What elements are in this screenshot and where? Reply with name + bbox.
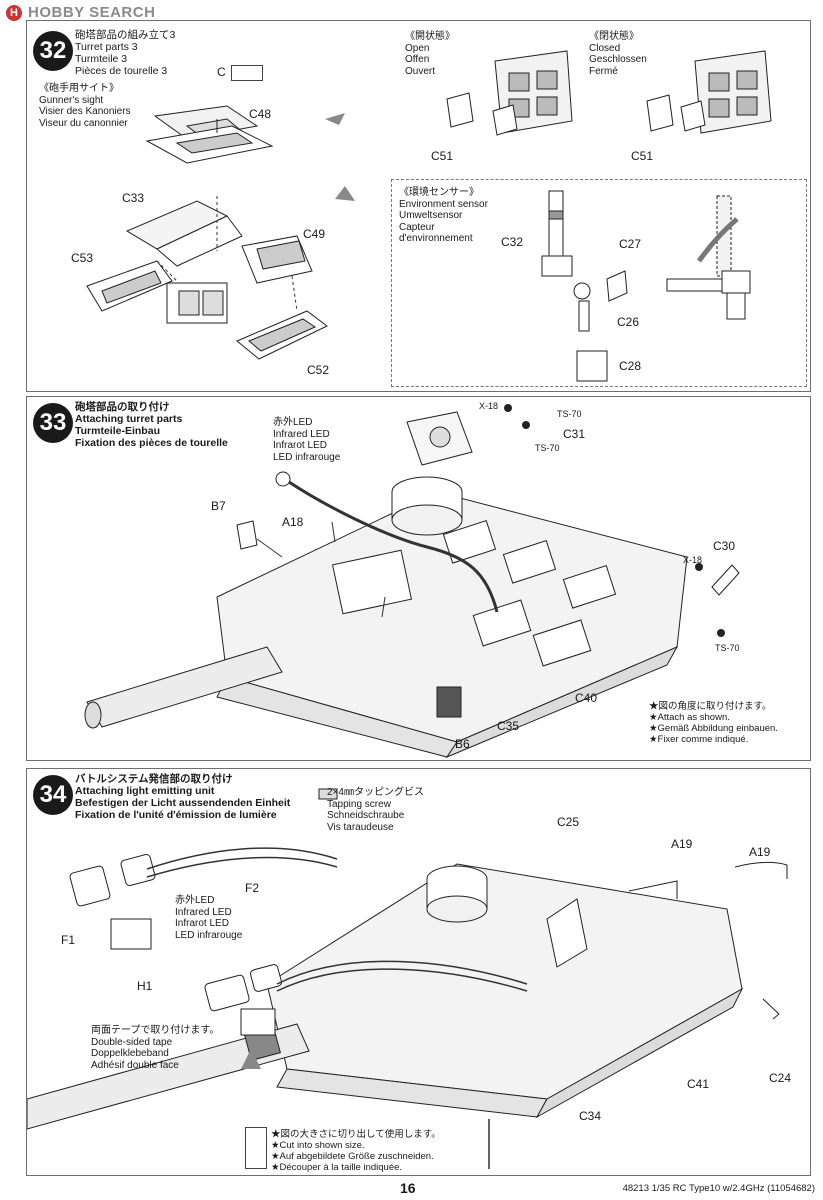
part-label: F2 xyxy=(245,881,260,895)
tapping-screw-label: 2×4㎜タッピングビス Tapping screw Schneidschraub… xyxy=(327,787,424,833)
double-sided-tape-label: 両面テープで取り付けます。 Double-sided tape Doppelkl… xyxy=(91,1025,220,1071)
closed-state-label: 《閉状態》 Closed Geschlossen Fermé xyxy=(589,31,647,77)
cut-size-note: ★図の大きさに切り出して使用します。 ★Cut into shown size.… xyxy=(271,1129,441,1173)
part-label: TS-70 xyxy=(715,643,740,653)
step-33-title: 砲塔部品の取り付け Attaching turret parts Turmtei… xyxy=(75,401,228,449)
part-label: C52 xyxy=(307,363,330,377)
part-label: C51 xyxy=(431,149,454,163)
step-33-illustration xyxy=(84,404,740,759)
tape-cut-size-box xyxy=(245,1127,267,1169)
part-label: C41 xyxy=(687,1077,710,1091)
gunner-sight-label: 《砲手用サイト》 Gunner's sight Visier des Kanon… xyxy=(39,83,131,129)
open-state-label: 《開状態》 Open Offen Ouvert xyxy=(405,31,455,77)
step-number: 34 xyxy=(33,775,73,815)
part-label: C40 xyxy=(575,691,598,705)
infrared-led-label: 赤外LED Infrared LED Infrarot LED LED infr… xyxy=(175,895,243,941)
environment-sensor-label: 《環境センサー》 Environment sensor Umweltsensor… xyxy=(399,187,488,244)
step-34-panel: 34 バトルシステム発信部の取り付け Attaching light emitt… xyxy=(26,768,811,1176)
logo-text: HOBBY SEARCH xyxy=(28,4,156,21)
part-label: X-18 xyxy=(479,401,499,411)
hobby-search-logo: H HOBBY SEARCH xyxy=(6,4,155,21)
header: H HOBBY SEARCH xyxy=(0,0,823,24)
product-code: 48213 1/35 RC Type10 w/2.4GHz (11054682) xyxy=(622,1183,815,1194)
step-34-illustration xyxy=(27,788,788,1169)
part-label: C27 xyxy=(619,237,642,251)
part-label: C51 xyxy=(631,149,654,163)
part-label: C xyxy=(217,65,226,79)
part-label: C24 xyxy=(769,1071,792,1085)
part-label: C26 xyxy=(617,315,640,329)
infrared-led-label: 赤外LED Infrared LED Infrarot LED LED infr… xyxy=(273,417,341,463)
part-label: H1 xyxy=(137,979,153,993)
part-label: C53 xyxy=(71,251,94,265)
step-34-title: バトルシステム発信部の取り付け Attaching light emitting… xyxy=(75,773,291,821)
part-label: A19 xyxy=(749,845,771,859)
part-label: C25 xyxy=(557,815,580,829)
step-number: 32 xyxy=(33,31,73,71)
step-32-panel: 32 砲塔部品の組み立て3 Turret parts 3 Turmteile 3… xyxy=(26,20,811,392)
decal-blank xyxy=(231,65,263,81)
step-32-title: 砲塔部品の組み立て3 Turret parts 3 Turmteile 3 Pi… xyxy=(75,29,176,77)
part-label: C34 xyxy=(579,1109,602,1123)
part-label: A18 xyxy=(282,515,304,529)
part-label: X-18 xyxy=(683,555,703,565)
part-label: C31 xyxy=(563,427,586,441)
part-label: F1 xyxy=(61,933,76,947)
step-32-illustration xyxy=(86,50,772,382)
attach-angle-note: ★図の角度に取り付けます。 ★Attach as shown. ★Gemäß A… xyxy=(649,701,778,745)
part-label: C30 xyxy=(713,539,736,553)
part-label: B7 xyxy=(211,499,226,513)
part-label: C32 xyxy=(501,235,524,249)
step-number: 33 xyxy=(33,403,73,443)
part-label: C49 xyxy=(303,227,326,241)
environment-sensor-box xyxy=(391,179,807,387)
logo-icon: H xyxy=(6,4,22,21)
part-label: A19 xyxy=(671,837,693,851)
part-label: TS-70 xyxy=(535,443,560,453)
page-number: 16 xyxy=(400,1180,416,1196)
part-label: C35 xyxy=(497,719,520,733)
step-33-panel: 33 砲塔部品の取り付け Attaching turret parts Turm… xyxy=(26,396,811,761)
part-label: C33 xyxy=(122,191,145,205)
part-label: B6 xyxy=(455,737,470,751)
part-label: C48 xyxy=(249,107,272,121)
part-label: C28 xyxy=(619,359,642,373)
part-label: TS-70 xyxy=(557,409,582,419)
